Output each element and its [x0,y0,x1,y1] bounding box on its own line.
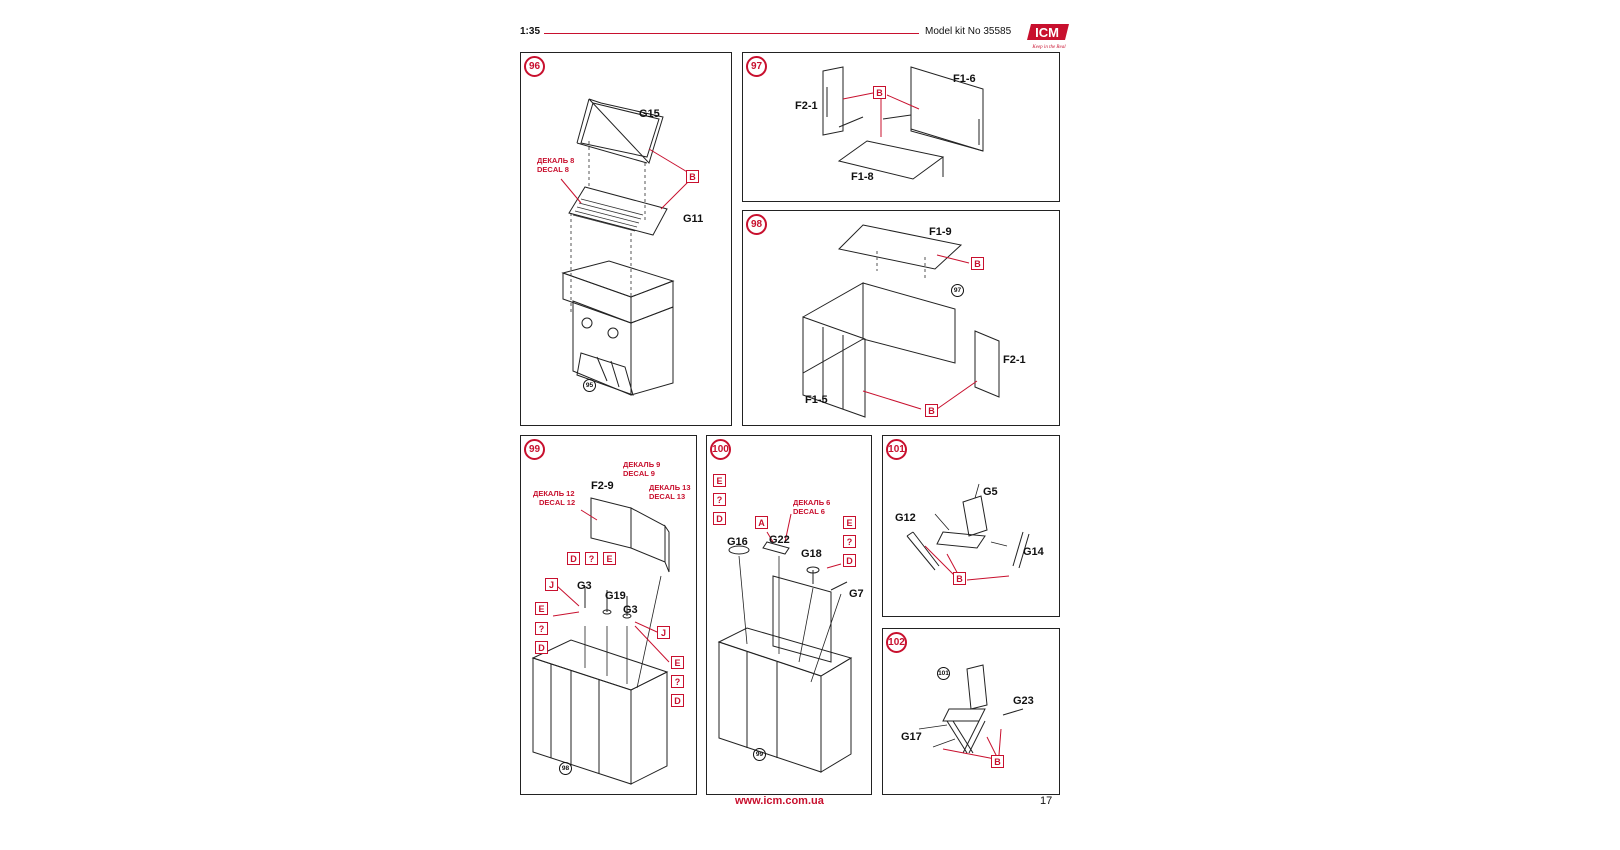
color-box-unknown: ? [843,535,856,548]
decal-6-label-en: DECAL 6 [793,507,825,516]
step-number-badge: 100 [710,439,731,460]
color-box-e: E [713,474,726,487]
color-box-unknown: ? [585,552,598,565]
step-98-panel: 98 F1-9 F2-1 F1-5 B B [742,210,1060,426]
color-box-d: D [535,641,548,654]
part-label-g11: G11 [683,213,704,225]
color-box-e: E [671,656,684,669]
color-box-d: D [713,512,726,525]
step-99-panel: 99 [520,435,697,795]
glue-box-b: B [971,257,984,270]
decal-6-label-ru: ДЕКАЛЬ 6 [793,498,831,507]
color-box-d: D [671,694,684,707]
part-label-g23: G23 [1013,695,1034,707]
color-box-unknown: ? [713,493,726,506]
ref-step-101: 101 [937,667,950,680]
glue-box-b: B [873,86,886,99]
glue-box-b: B [991,755,1004,768]
part-label-g17: G17 [901,731,922,743]
part-label-g3: G3 [623,604,638,616]
logo-brand: ICM [1035,25,1059,40]
color-box-a: A [755,516,768,529]
decal-label-ru: ДЕКАЛЬ 8 [537,156,575,165]
frame-assembly-drawing [822,66,984,180]
step-number-badge: 99 [524,439,545,460]
color-box-d: D [567,552,580,565]
glue-box-b: B [686,170,699,183]
counter-items-drawing [717,513,853,773]
scale-label: 1:35 [520,26,541,37]
decal-9-label-ru: ДЕКАЛЬ 9 [623,460,661,469]
icm-logo: ICM Keep in the Real [1025,20,1075,50]
bar-counter-drawing [531,497,670,785]
part-label-f2-1: F2-1 [1003,354,1026,366]
color-box-j: J [657,626,670,639]
cabinet-assembly-drawing [560,98,690,396]
part-label-g16: G16 [727,536,748,548]
glue-box-b: B [925,404,938,417]
step-number-badge: 98 [746,214,767,235]
decal-13-label-ru: ДЕКАЛЬ 13 [649,483,691,492]
decal-9-label-en: DECAL 9 [623,469,655,478]
ref-step-95: 95 [583,379,596,392]
part-label-f1-9: F1-9 [929,226,952,238]
decal-13-label-en: DECAL 13 [649,492,686,501]
part-label-f1-5: F1-5 [805,394,828,406]
part-label-f1-6: F1-6 [953,73,976,85]
frame-cabinet-drawing [802,224,1000,418]
page-number: 17 [1040,795,1053,807]
step-number-badge: 101 [886,439,907,460]
color-box-e: E [535,602,548,615]
part-label-f2-9: F2-9 [591,480,614,492]
chair-legs-drawing [918,664,1024,760]
decal-12-label-en: DECAL 12 [539,498,576,507]
glue-box-b: B [953,572,966,585]
part-label-g3: G3 [577,580,592,592]
step-100-panel: 100 [706,435,872,795]
part-label-g14: G14 [1023,546,1044,558]
step-number-badge: 97 [746,56,767,77]
header-rule [544,33,919,34]
ref-step-97: 97 [951,284,964,297]
color-box-unknown: ? [535,622,548,635]
step-96-panel: 96 [520,52,732,426]
chair-assembly-drawing [906,483,1030,581]
decal-12-label-ru: ДЕКАЛЬ 12 [533,489,575,498]
ref-step-98: 98 [559,762,572,775]
decal-label-en: DECAL 8 [537,165,569,174]
step-101-panel: 101 G5 G12 G14 B [882,435,1060,617]
step-102-panel: 102 G23 G17 B 101 [882,628,1060,795]
step-number-badge: 102 [886,632,907,653]
part-label-g18: G18 [801,548,822,560]
part-label-f2-1: F2-1 [795,100,818,112]
website-link[interactable]: www.icm.com.ua [735,795,824,807]
part-label-g19: G19 [605,590,626,602]
part-label-g5: G5 [983,486,998,498]
logo-tagline: Keep in the Real [1031,45,1066,50]
color-box-j: J [545,578,558,591]
part-label-g12: G12 [895,512,916,524]
step-number-badge: 96 [524,56,545,77]
ref-step-99: 99 [753,748,766,761]
color-box-unknown: ? [671,675,684,688]
part-label-g22: G22 [769,534,790,546]
step-97-panel: 97 F2-1 F1-6 F1-8 B [742,52,1060,202]
part-label-f1-8: F1-8 [851,171,874,183]
model-number: Model kit No 35585 [925,26,1012,37]
color-box-d: D [843,554,856,567]
part-label-g15: G15 [639,108,660,120]
instruction-page: 1:35 Model kit No 35585 ICM Keep in the … [520,14,1100,840]
part-label-g7: G7 [849,588,864,600]
color-box-e: E [603,552,616,565]
color-box-e: E [843,516,856,529]
